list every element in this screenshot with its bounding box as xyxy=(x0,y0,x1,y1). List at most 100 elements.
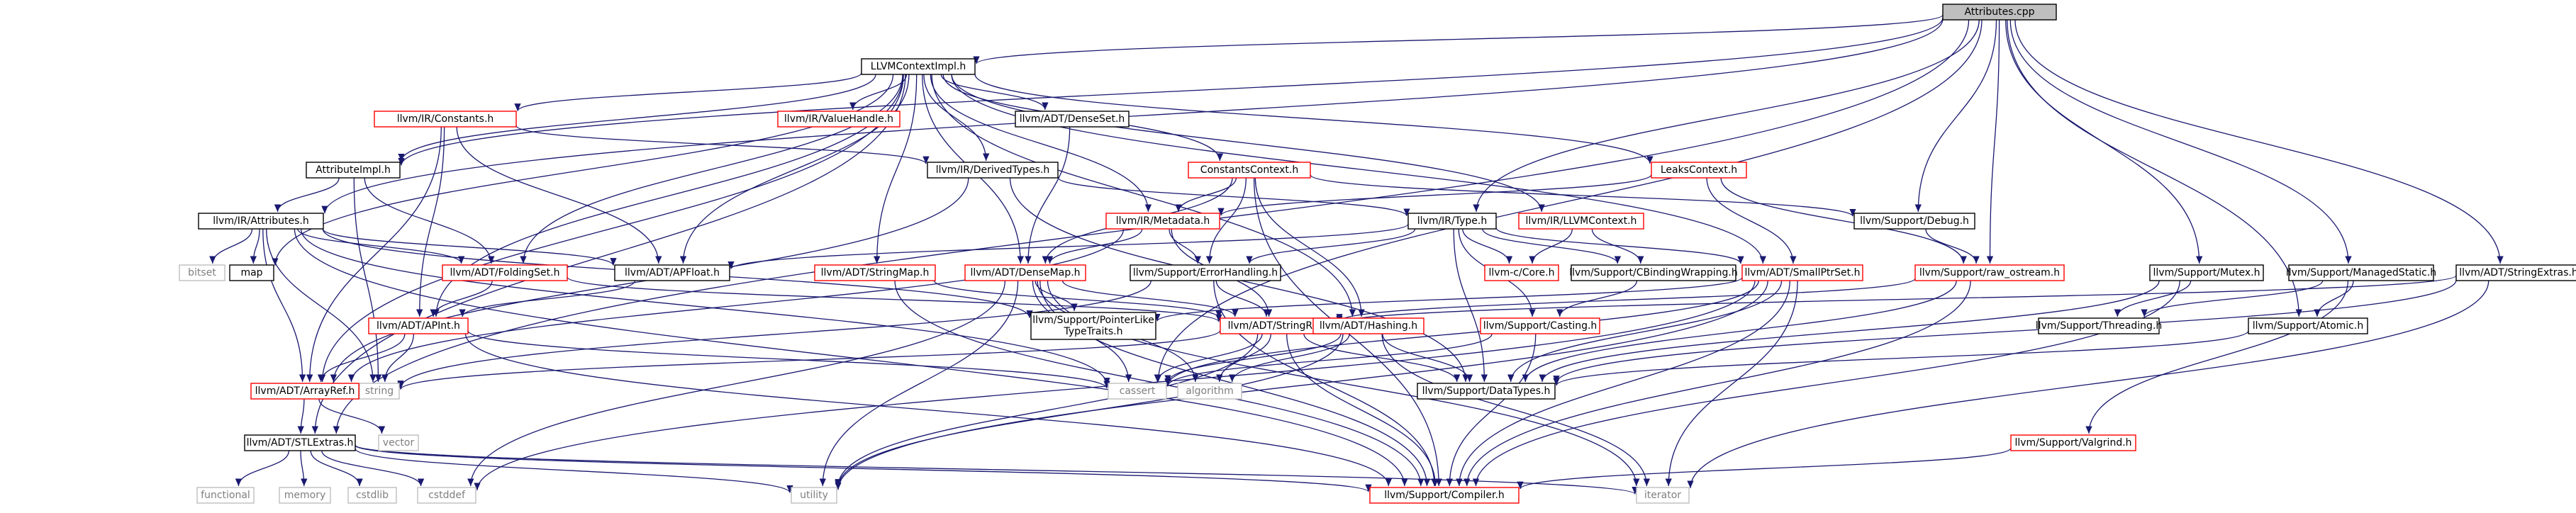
node-label: algorithm xyxy=(1186,385,1234,397)
edge-n7-to-n31 xyxy=(1254,177,1365,317)
edge-n9-to-n36 xyxy=(262,228,306,383)
edge-n17-to-n29 xyxy=(459,280,636,317)
edge-n23-to-n47 xyxy=(835,280,1768,490)
node-label: llvm/Support/CBindingWrapping.h xyxy=(1569,267,1737,278)
node-label: llvm/ADT/Hashing.h xyxy=(1320,320,1417,332)
edge-n12-to-n21 xyxy=(1529,228,1573,264)
node-llvm-support-raw-ostream-h[interactable]: llvm/Support/raw_ostream.h xyxy=(1914,264,2065,281)
node-box xyxy=(347,487,397,504)
node-box xyxy=(1369,487,1520,504)
edge-n0-to-n9 xyxy=(321,18,1944,214)
node-leakscontext-h[interactable]: LeaksContext.h xyxy=(1651,162,1747,179)
node-llvm-support-mutex-h[interactable]: llvm/Support/Mutex.h xyxy=(2149,264,2264,281)
node-label: Attributes.cpp xyxy=(1964,6,2034,18)
edge-n31-to-n49 xyxy=(1381,333,1651,487)
edge-n1-to-n18 xyxy=(874,74,918,264)
node-llvm-support-datatypes-h[interactable]: llvm/Support/DataTypes.h xyxy=(1417,383,1556,400)
node-box xyxy=(1518,213,1644,230)
edge-n20-to-n30 xyxy=(1215,280,1270,317)
node-llvm-adt-apfloat-h[interactable]: llvm/ADT/APFloat.h xyxy=(614,264,730,281)
node-constantscontext-h[interactable]: ConstantsContext.h xyxy=(1188,162,1311,179)
node-box xyxy=(374,111,517,128)
node-llvmcontextimpl-h[interactable]: LLVMContextImpl.h xyxy=(861,58,976,75)
edge-n4-to-n19 xyxy=(1025,126,1071,264)
node-llvm-ir-llvmcontext-h[interactable]: llvm/IR/LLVMContext.h xyxy=(1518,213,1644,230)
node-llvm-support-errorhandling-h[interactable]: llvm/Support/ErrorHandling.h xyxy=(1130,264,1281,281)
node-label: ConstantsContext.h xyxy=(1200,164,1298,176)
node-label: llvm/ADT/StringMap.h xyxy=(821,267,930,278)
node-llvm-adt-denseset-h[interactable]: llvm/ADT/DenseSet.h xyxy=(1015,111,1130,128)
edge-n5-to-n16 xyxy=(364,177,495,264)
edge-n11-to-n23 xyxy=(1495,227,1744,264)
edge-n1-to-n16 xyxy=(520,74,903,264)
node-llvm-support-valgrind-h[interactable]: llvm/Support/Valgrind.h xyxy=(2010,434,2136,451)
node-llvm-ir-constants-h[interactable]: llvm/IR/Constants.h xyxy=(374,111,517,128)
node-attributes-cpp[interactable]: Attributes.cpp xyxy=(1942,4,2057,21)
node-llvm-adt-stringmap-h[interactable]: llvm/ADT/StringMap.h xyxy=(814,264,936,281)
node-llvm-adt-foldingset-h[interactable]: llvm/ADT/FoldingSet.h xyxy=(442,264,568,281)
node-llvm-support-debug-h[interactable]: llvm/Support/Debug.h xyxy=(1853,213,1975,230)
edge-n24-to-n39 xyxy=(1522,280,1957,383)
node-box xyxy=(1741,264,1863,281)
node-llvm-ir-valuehandle-h[interactable]: llvm/IR/ValueHandle.h xyxy=(777,111,901,128)
edge-n27-to-n39 xyxy=(1553,280,2457,383)
node-box xyxy=(1015,111,1130,128)
node-llvm-adt-smallptrset-h[interactable]: llvm/ADT/SmallPtrSet.h xyxy=(1741,264,1863,281)
node-llvm-support-cbindingwrapping-h[interactable]: llvm/Support/CBindingWrapping.h xyxy=(1569,264,1738,281)
edge-n6-to-n11 xyxy=(1057,176,1410,217)
node-llvm-support-atomic-h[interactable]: llvm/Support/Atomic.h xyxy=(2248,317,2368,334)
edge-n1-to-n36 xyxy=(318,74,904,383)
node-box xyxy=(1177,383,1242,400)
node-label: llvm/IR/ValueHandle.h xyxy=(784,113,893,125)
edge-n25-to-n33 xyxy=(2114,280,2192,317)
edge-n41-to-n45 xyxy=(310,450,363,487)
edge-n0-to-n26 xyxy=(2009,19,2352,264)
node-label: llvm/Support/DataTypes.h xyxy=(1422,385,1551,397)
node-llvm-adt-arrayref-h[interactable]: llvm/ADT/ArrayRef.h xyxy=(250,383,359,400)
node-map[interactable]: map xyxy=(229,264,274,281)
node-attributeimpl-h[interactable]: AttributeImpl.h xyxy=(306,162,401,179)
edge-n31-to-n38 xyxy=(1229,333,1350,383)
edge-n22-to-n32 xyxy=(1556,280,1638,317)
edge-n8-to-n10 xyxy=(1217,174,1652,216)
node-llvm-ir-attributes-h[interactable]: llvm/IR/Attributes.h xyxy=(198,213,324,230)
edge-n27-to-n30 xyxy=(1336,275,2457,324)
edge-n27-to-n49 xyxy=(1687,280,2489,488)
node-box xyxy=(179,264,225,281)
edge-n9-to-n16 xyxy=(297,228,465,264)
edge-n1-to-n8 xyxy=(974,74,1654,164)
node-llvm-adt-stringextras-h[interactable]: llvm/ADT/StringExtras.h xyxy=(2455,264,2576,281)
node-box xyxy=(2010,434,2136,451)
node-llvm-support-casting-h[interactable]: llvm/Support/Casting.h xyxy=(1480,317,1600,334)
node-label: llvm/Support/Valgrind.h xyxy=(2014,437,2131,449)
node-llvm-adt-densemap-h[interactable]: llvm/ADT/DenseMap.h xyxy=(964,264,1086,281)
edge-n41-to-n44 xyxy=(300,450,308,487)
node-label: llvm/Support/ErrorHandling.h xyxy=(1133,267,1278,278)
node-llvm-adt-hashing-h[interactable]: llvm/ADT/Hashing.h xyxy=(1312,317,1424,334)
edge-n2-to-n6 xyxy=(515,125,930,164)
edge-n11-to-n22 xyxy=(1482,228,1621,264)
edge-n7-to-n13 xyxy=(1310,174,1856,217)
node-llvm-ir-type-h[interactable]: llvm/IR/Type.h xyxy=(1407,213,1497,230)
node-box xyxy=(1417,383,1556,400)
node-box xyxy=(1407,213,1497,230)
node-box xyxy=(1312,317,1424,334)
node-box xyxy=(368,317,469,334)
node-llvm-support-managedstatic-h[interactable]: llvm/Support/ManagedStatic.h xyxy=(2286,264,2436,281)
node-llvm-c-core-h[interactable]: llvm-c/Core.h xyxy=(1484,264,1559,281)
node-llvm-support-compiler-h[interactable]: llvm/Support/Compiler.h xyxy=(1369,487,1520,504)
node-label: llvm/ADT/FoldingSet.h xyxy=(450,267,560,278)
node-box xyxy=(198,213,324,230)
edge-n36-to-n40 xyxy=(318,398,386,434)
node-llvm-support-threading-h[interactable]: llvm/Support/Threading.h xyxy=(2036,317,2162,334)
edge-n8-to-n24 xyxy=(1720,177,1967,264)
node-llvm-adt-stlextras-h[interactable]: llvm/ADT/STLExtras.h xyxy=(244,434,356,451)
node-llvm-ir-derivedtypes-h[interactable]: llvm/IR/DerivedTypes.h xyxy=(927,162,1059,179)
edge-n9-to-n35 xyxy=(266,228,377,383)
edge-n0-to-n24 xyxy=(1986,19,2000,264)
edge-n23-to-n49 xyxy=(1665,280,1798,487)
edge-n10-to-n36 xyxy=(347,228,1125,383)
node-llvm-adt-apint-h[interactable]: llvm/ADT/APInt.h xyxy=(368,317,469,334)
node-llvm-ir-metadata-h[interactable]: llvm/IR/Metadata.h xyxy=(1105,213,1220,230)
